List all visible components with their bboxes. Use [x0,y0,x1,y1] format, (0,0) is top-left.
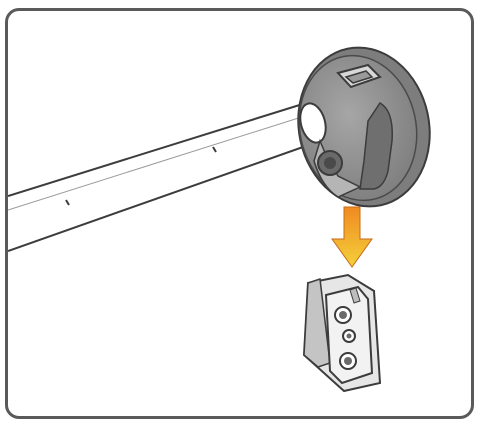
wall-bracket-icon [304,275,380,391]
direction-arrow-icon [332,207,372,267]
end-cap-icon [284,35,444,219]
curtain-rod-icon [8,103,320,251]
illustration-frame [5,8,474,419]
installation-diagram [8,11,471,416]
